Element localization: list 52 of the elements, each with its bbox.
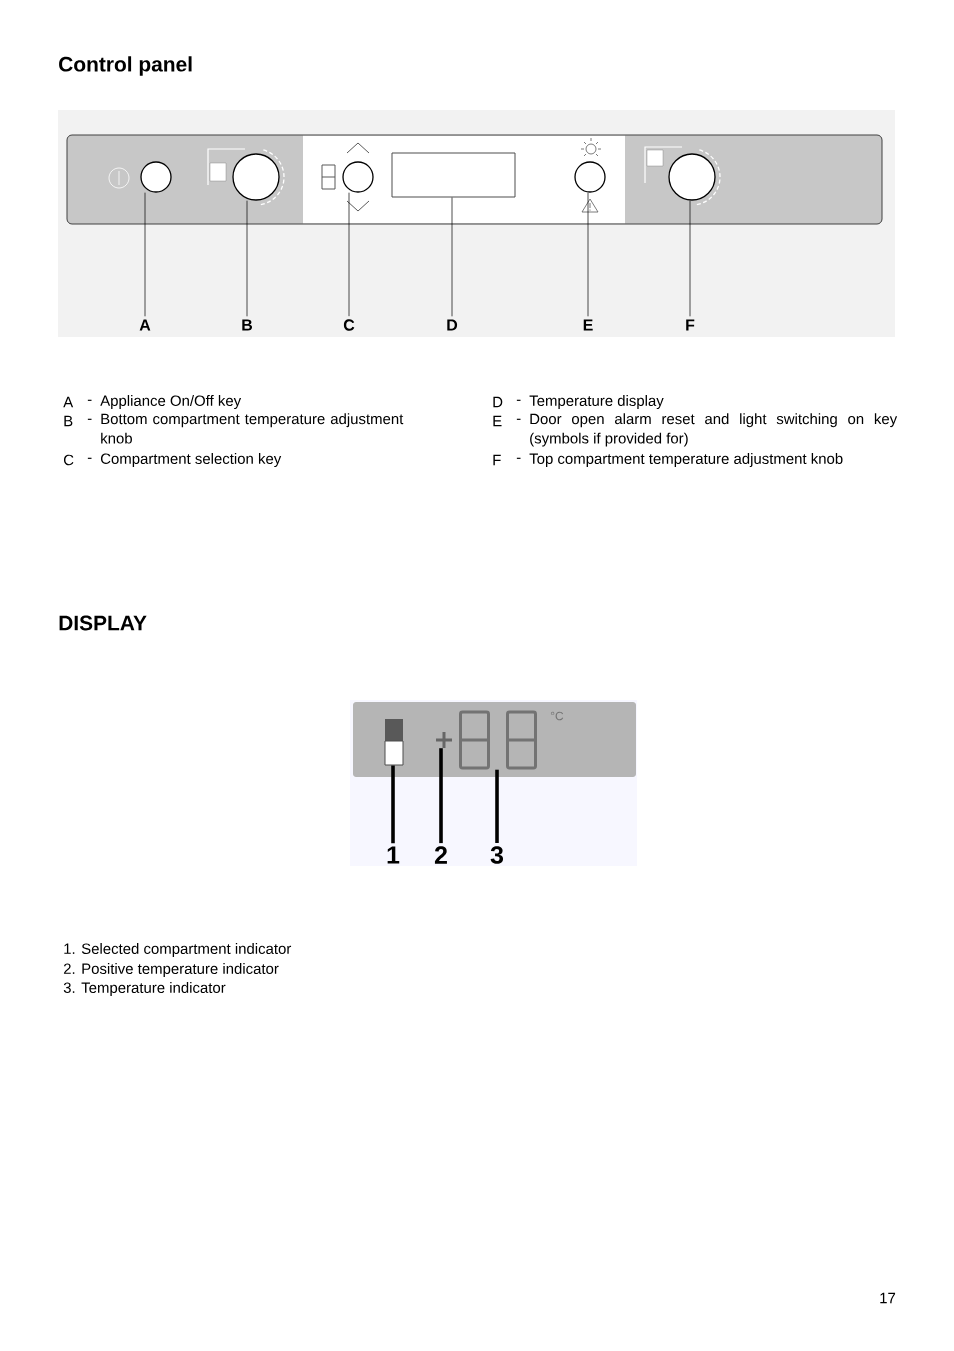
- list-item: 1. Selected compartment indicator: [64, 943, 292, 957]
- callout-letter: D: [447, 319, 458, 331]
- page-number: 17: [880, 1292, 896, 1304]
- heading: DISPLAY: [59, 615, 147, 631]
- key-letter: C: [63, 454, 74, 466]
- plus-sign: [434, 730, 454, 750]
- callout-letter: A: [139, 319, 151, 331]
- key-letter: B: [64, 415, 73, 427]
- leader-line: [348, 192, 350, 317]
- digit-display: [459, 710, 537, 770]
- leader-line: [391, 765, 395, 844]
- callout-number: 3: [490, 846, 504, 864]
- unit-symbol: °C: [550, 711, 564, 721]
- display-window: [391, 152, 516, 198]
- key-letter: F: [493, 454, 501, 466]
- title: Control panel: [59, 56, 192, 76]
- callout-letter: E: [583, 319, 593, 331]
- key-letter: A: [63, 396, 74, 408]
- leader-line: [144, 192, 146, 317]
- callout-number: 2: [434, 846, 447, 864]
- button: [140, 161, 172, 193]
- compartment-indicator: [384, 740, 404, 766]
- legend-text: Appliance On/Off key: [100, 395, 242, 409]
- legend-text: Temperature display: [529, 395, 664, 409]
- list-item: 3. Temperature indicator: [63, 982, 226, 996]
- callout-letter: C: [343, 319, 355, 331]
- leader-line: [587, 192, 589, 317]
- dash: -: [516, 457, 521, 459]
- dash: -: [87, 457, 92, 459]
- leader-line: [451, 197, 453, 317]
- dash: -: [516, 399, 521, 401]
- button: [574, 161, 606, 193]
- callout-number: 1: [387, 846, 400, 864]
- knob: [668, 148, 721, 206]
- legend-text: Compartment selection key: [100, 453, 282, 467]
- callout-letter: B: [242, 319, 253, 331]
- legend-text: Top compartment temperature adjustment knob: [529, 453, 843, 467]
- dash: -: [87, 399, 92, 401]
- key-letter: D: [493, 396, 503, 408]
- legend-text: Bottom compartment temperature adjustment knob: [101, 413, 404, 444]
- knob: [232, 148, 285, 206]
- leader-line: [439, 748, 443, 844]
- dash: -: [516, 418, 521, 420]
- button: [342, 161, 374, 193]
- key-letter: E: [493, 415, 502, 427]
- list-item: 2. Positive temperature indicator: [63, 963, 279, 977]
- leader-line: [246, 200, 248, 317]
- legend-text: Door open alarm reset and light switching on key (symbols if provided for): [530, 413, 898, 447]
- leader-line: [495, 769, 499, 843]
- leader-line: [689, 200, 691, 317]
- dash: -: [87, 418, 92, 420]
- callout-letter: F: [686, 319, 695, 331]
